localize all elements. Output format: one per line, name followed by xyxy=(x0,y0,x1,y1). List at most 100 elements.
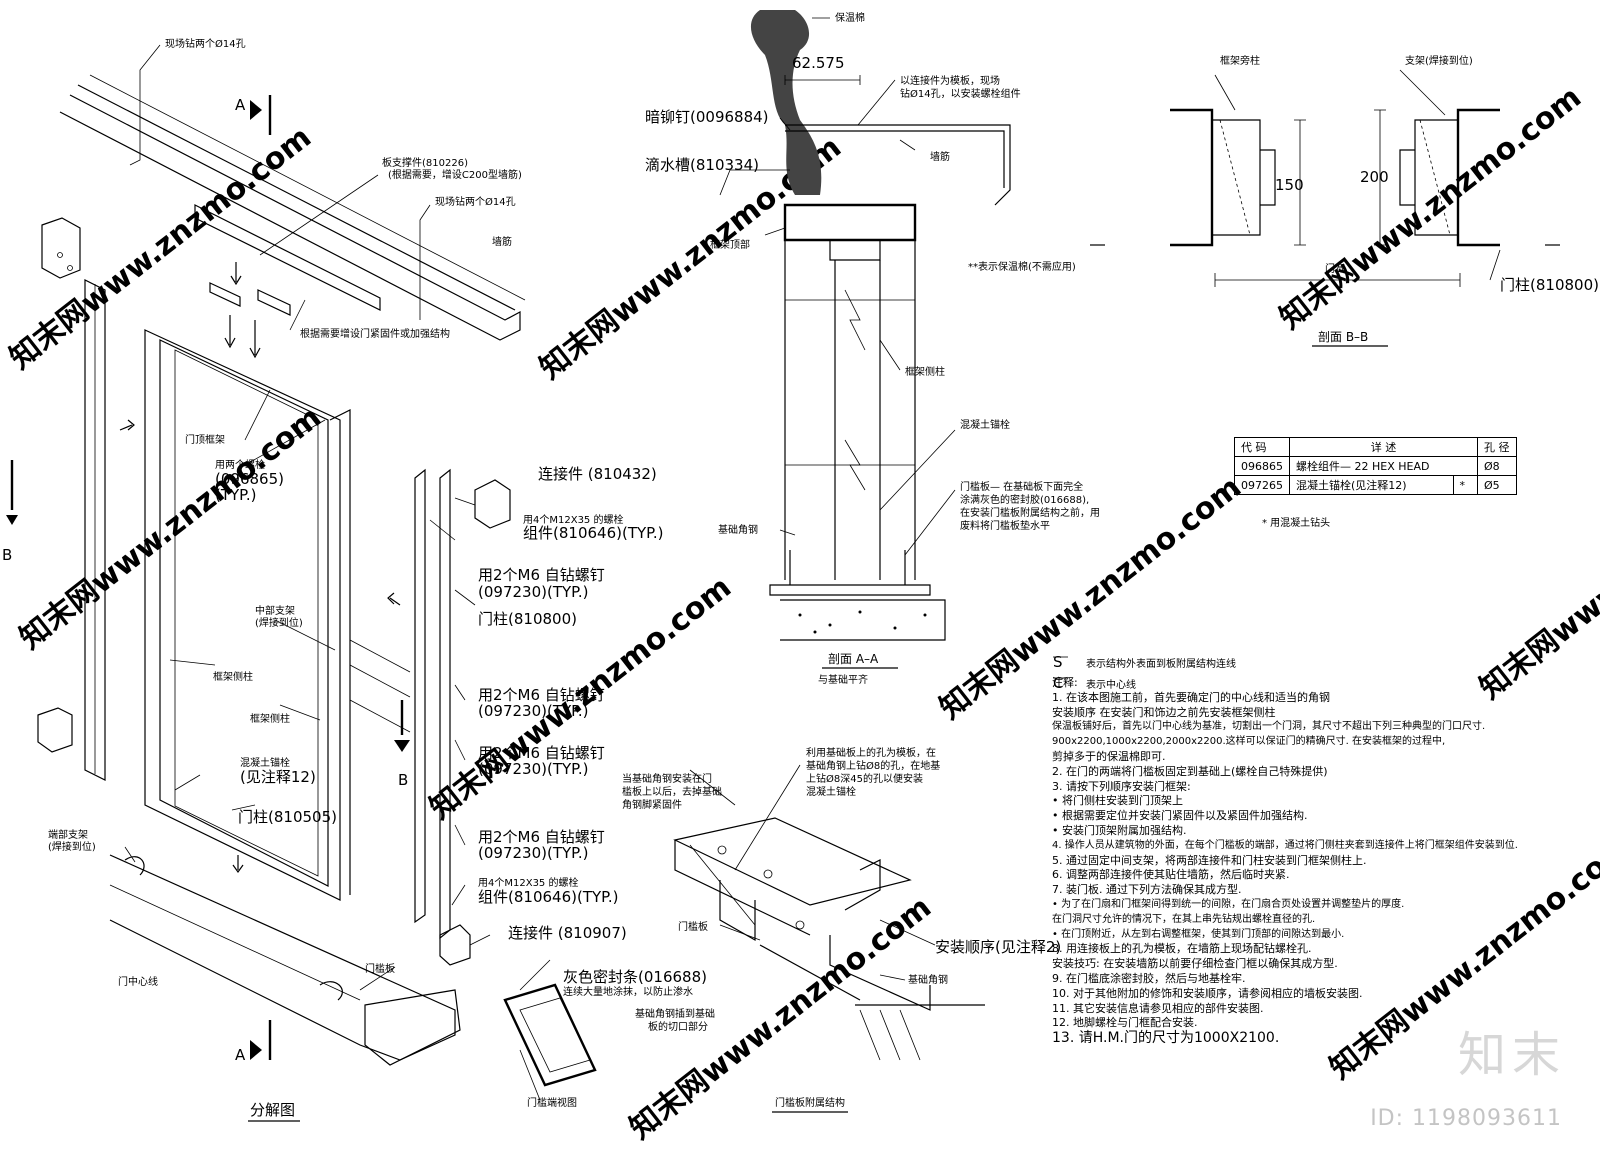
note-item: 4. 操作人员从建筑物的外面，在每个门槛板的端部，通过将门侧柱夹套到连接件上将门… xyxy=(1052,839,1518,851)
label-threshold: 门槛板 xyxy=(365,962,395,975)
note-item: 6. 调整两部连接件使其贴住墙筋，然后临时夹紧. xyxy=(1052,868,1290,882)
label-angle-note1: 当基础角钢安装在门 xyxy=(622,772,712,785)
brand-logo: 知末 xyxy=(1457,1027,1566,1083)
note-item: 8. 用连接板上的孔为模板，在墙筋上现场配钻螺栓孔. xyxy=(1052,942,1312,956)
label-bolt-4m12-a-code: 组件(810646)(TYP.) xyxy=(523,524,663,542)
label-cut-note2: 板的切口部分 xyxy=(648,1020,708,1033)
spec-header-hole: 孔 径 xyxy=(1477,437,1517,457)
threshold-detail: 利用基础板上的孔为模板，在 基础角钢上钻Ø8的孔，在地基 上钻Ø8深45的孔以便… xyxy=(527,746,1061,1113)
label-screw-2m6-c: 用2个M6 自钻螺钉 xyxy=(478,744,605,762)
note-item: • 将门侧柱安装到门顶架上 xyxy=(1052,794,1183,808)
label-threshold-note1: 门槛板— 在基础板下面完全 xyxy=(960,480,1083,493)
label-door-centerline: 门中心线 xyxy=(118,975,158,988)
spec-cell: 混凝土锚栓(见注释12) xyxy=(1289,475,1454,495)
label-support-bb: 支架(焊接到位) xyxy=(1405,54,1473,67)
label-angle-note3: 角钢脚紧固件 xyxy=(622,798,682,811)
spec-cell: 螺栓组件— 22 HEX HEAD xyxy=(1289,456,1478,476)
note-item: • 在门顶附近，从左到右调整框架，使其到门顶部的间隙达到最小. xyxy=(1052,928,1345,940)
spec-cell: 096865 xyxy=(1234,456,1290,476)
spec-table: 代 码 详 述 孔 径 096865 螺栓组件— 22 HEX HEAD Ø8 … xyxy=(1234,437,1517,495)
label-concrete-anchor-aa: 混凝土锚栓 xyxy=(960,418,1010,431)
spec-cell: * xyxy=(1452,475,1479,495)
label-frame-side-post-bb: 框架旁柱 xyxy=(1220,54,1260,67)
note-item: 剪掉多于的保温棉即可. xyxy=(1052,749,1166,763)
label-cut-note1: 基础角钢插到基础 xyxy=(635,1007,715,1020)
label-anchor-bolts: 用两个螺栓 xyxy=(215,458,265,471)
label-dim-200: 200 xyxy=(1360,168,1389,186)
label-frame-side-post-aa: 框架侧柱 xyxy=(905,365,945,378)
section-marker-b-right: B xyxy=(398,771,408,789)
legend-sl-text: 表示结构外表面到板附属结构连线 xyxy=(1086,657,1236,670)
label-template: 以连接件为模板，现场 xyxy=(900,74,1000,87)
exploded-view-title: 分解图 xyxy=(250,1101,295,1119)
spec-cell: Ø8 xyxy=(1477,456,1517,476)
label-stiffener: 板支撑件(810226) xyxy=(382,156,468,169)
label-sealant-note: 连续大量地涂抹，以防止渗水 xyxy=(563,985,693,998)
note-item: • 为了在门扇和门框架间得到统一的间隙，在门扇合页处设置并调整垫片的厚度. xyxy=(1052,898,1405,910)
label-threshold-note4: 废料将门槛板垫水平 xyxy=(960,519,1050,532)
label-frame-head: 框架顶部 xyxy=(710,238,750,251)
label-field-drill-mid: 现场钻两个Ø14孔 xyxy=(435,195,516,208)
label-reinforce: 根据需要增设门紧固件或加强结构 xyxy=(300,327,450,340)
spec-cell: 097265 xyxy=(1234,475,1290,495)
note-item: 5. 通过固定中间支架，将两部连接件和门柱安装到门框架侧柱上. xyxy=(1052,853,1367,867)
concrete-hatch xyxy=(798,610,927,634)
label-template-note3: 上钻Ø8深45的孔以便安装 xyxy=(806,772,923,785)
exploded-view: 现场钻两个Ø14孔 现场钻两个Ø14孔 板支撑件(810226) (根据需要，增… xyxy=(2,37,707,1122)
note-item: 在门洞尺寸允许的情况下，在其上串先钻规出螺栓直径的孔. xyxy=(1052,913,1316,925)
label-end-support-note: (焊接到位) xyxy=(48,840,96,853)
label-install-order: 安装顺序(见注释2) xyxy=(935,938,1061,956)
note-item: 1. 在该本图施工前，首先要确定门的中心线和适当的角钢 xyxy=(1052,690,1330,704)
note-item: 安装顺序 在安装门和饰边之前先安装框架侧柱 xyxy=(1052,705,1276,719)
section-bb-title: 剖面 B–B xyxy=(1318,330,1368,344)
label-dim-62575: 62.575 xyxy=(792,54,845,72)
label-mid-support-note: (焊接到位) xyxy=(255,616,303,629)
section-aa-subtitle: 与基础平齐 xyxy=(818,673,868,686)
label-bolt-4m12-a: 用4个M12X35 的螺栓 xyxy=(523,513,623,526)
legend: S 表示结构外表面到板附属结构连线 C 表示中心线 xyxy=(1053,653,1236,692)
label-door-width: 门宽 xyxy=(1325,262,1345,275)
label-frame-side-post-a: 框架侧柱 xyxy=(213,670,253,683)
legend-cl-text: 表示中心线 xyxy=(1086,678,1136,691)
label-threshold-note2: 涂满灰色的密封胶(016688), xyxy=(960,493,1089,506)
label-screw-2m6-c-code: (097230)(TYP.) xyxy=(478,760,588,778)
label-screw-2m6-d: 用2个M6 自钻螺钉 xyxy=(478,828,605,846)
table-row: 096865 螺栓组件— 22 HEX HEAD Ø8 xyxy=(1234,456,1517,476)
label-end-view: 门槛端视图 xyxy=(527,1096,577,1109)
section-aa: 保温棉 62.575 以连接件为模板，现场 钻Ø14孔，以安装螺栓组件 暗铆钉(… xyxy=(645,10,1100,686)
label-template-note1: 利用基础板上的孔为模板，在 xyxy=(806,746,936,759)
label-screw-2m6-a: 用2个M6 自钻螺钉 xyxy=(478,566,605,584)
label-insulation-note: **表示保温棉(不需应用) xyxy=(968,260,1076,273)
spec-header-code: 代 码 xyxy=(1234,437,1290,457)
section-aa-title: 剖面 A–A xyxy=(828,652,879,666)
label-frame-side-post-b: 框架侧柱 xyxy=(250,712,290,725)
label-anchor-bolts-typ: (TYP.) xyxy=(215,486,257,504)
label-drip: 滴水槽(810334) xyxy=(645,156,759,174)
label-insulation: 保温棉 xyxy=(835,11,865,24)
threshold-detail-title: 门槛板附属结构 xyxy=(775,1096,845,1109)
label-screw-2m6-b: 用2个M6 自钻螺钉 xyxy=(478,686,605,704)
notes-block: 注释: 1. 在该本图施工前，首先要确定门的中心线和适当的角钢 安装顺序 在安装… xyxy=(1052,654,1572,1046)
table-row: 097265 混凝土锚栓(见注释12) * Ø5 xyxy=(1234,475,1517,495)
watermark: 知末网www.znzmo.com xyxy=(1273,80,1588,337)
label-concrete-anchor-note: (见注释12) xyxy=(240,768,316,786)
label-bolt-4m12-b: 用4个M12X35 的螺栓 xyxy=(478,876,578,889)
note-item: 9. 在门槛底涂密封胶，然后与地基栓牢. xyxy=(1052,971,1246,985)
label-concrete-anchor: 混凝土锚栓 xyxy=(240,756,290,769)
image-id: ID: 1198093611 xyxy=(1370,1106,1562,1131)
label-wall-stud: 墙筋 xyxy=(492,235,512,248)
section-marker-a-bottom: A xyxy=(235,1046,246,1064)
legend-sl-symbol: S xyxy=(1053,653,1063,671)
note-item: 13. 请H.M.门的尺寸为1000X2100. xyxy=(1052,1030,1280,1047)
label-threshold-note3: 在安装门槛板附属结构之前，用 xyxy=(960,506,1100,519)
label-door-post-810800: 门柱(810800) xyxy=(478,610,577,628)
label-field-drill-top: 现场钻两个Ø14孔 xyxy=(165,37,246,50)
note-item: 900x2200,1000x2200,2000x2200.这样可以保证门的精确尺… xyxy=(1052,736,1446,748)
section-marker-a-top: A xyxy=(235,96,246,114)
label-door-post-bb: 门柱(810800) xyxy=(1500,276,1599,294)
spec-footnote: * 用混凝土钻头 xyxy=(1262,518,1331,529)
label-threshold-td: 门槛板 xyxy=(678,920,708,933)
label-template2: 钻Ø14孔，以安装螺栓组件 xyxy=(900,87,1021,100)
note-item: 12. 地脚螺栓与门框配合安装. xyxy=(1052,1016,1198,1030)
